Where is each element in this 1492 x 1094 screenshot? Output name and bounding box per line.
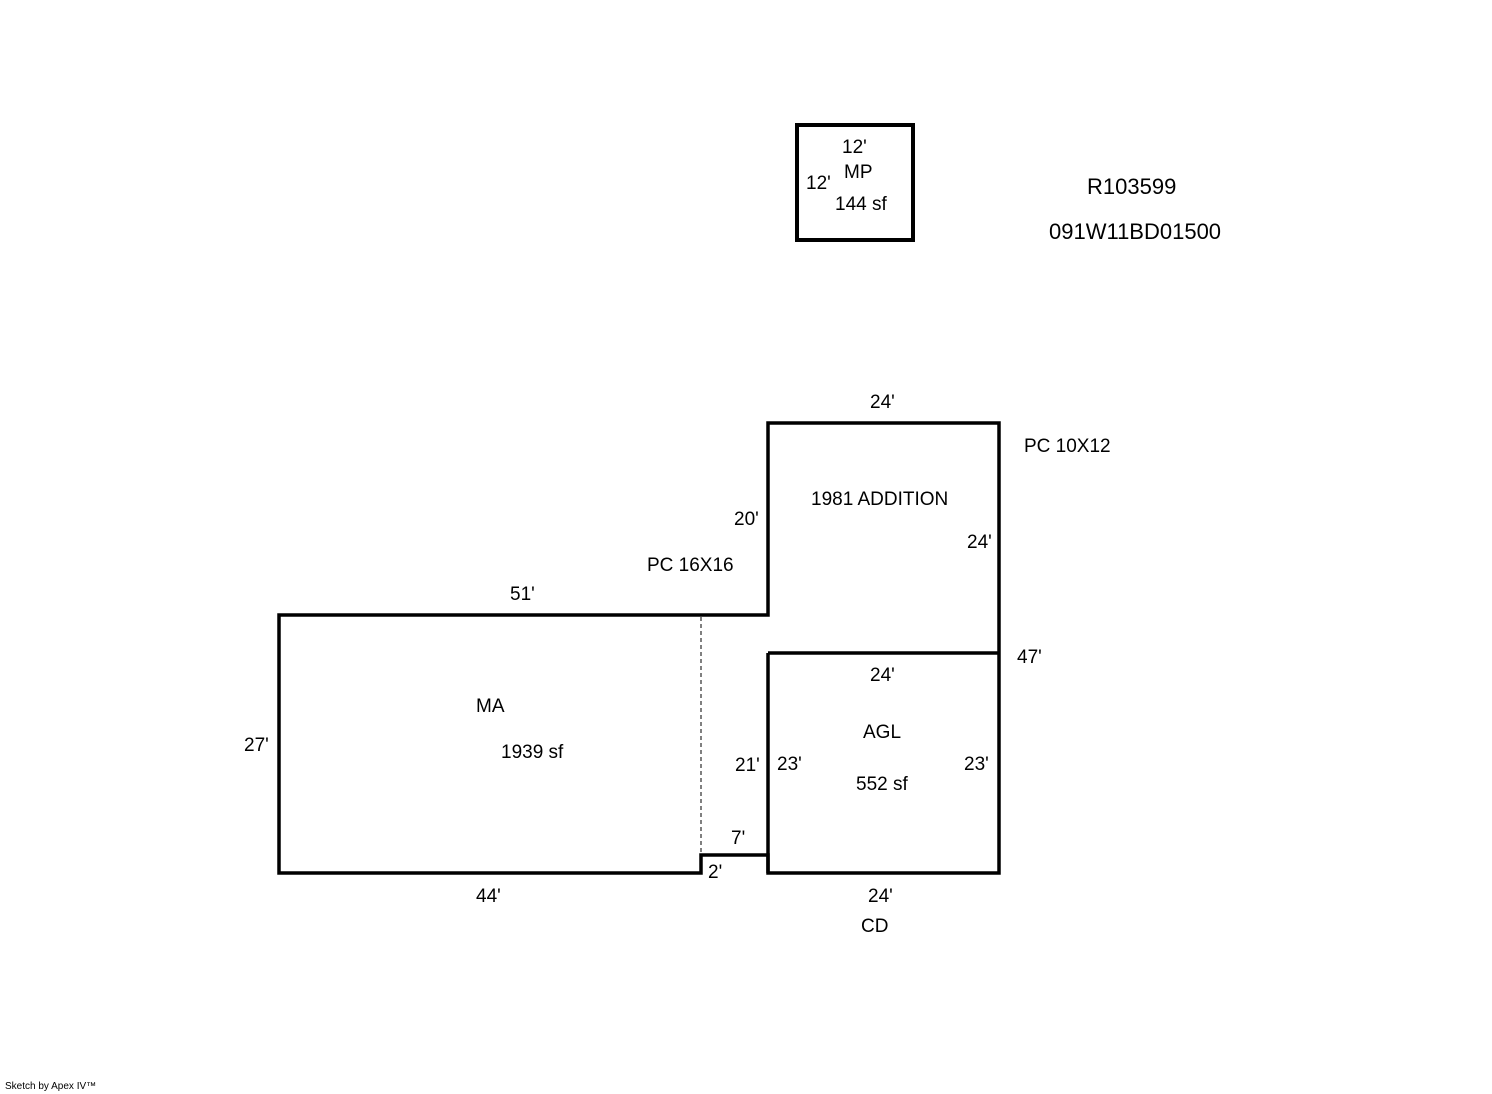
ma-code-label: MA (476, 696, 505, 717)
cd-label: CD (861, 916, 889, 937)
account-id: R103599 (1087, 174, 1177, 199)
ma-left-dimension: 27' (244, 735, 269, 756)
mp-code-label: MP (844, 162, 873, 183)
step-vertical-dimension: 2' (708, 862, 723, 883)
addition-left-dimension: 20' (734, 509, 759, 530)
mp-outline (795, 123, 915, 242)
agl-top-dimension: 24' (870, 665, 895, 686)
step-horizontal-dimension: 7' (731, 828, 746, 849)
agl-area-label: 552 sf (856, 774, 908, 795)
agl-code-label: AGL (863, 722, 902, 743)
agl-bottom-dimension: 24' (868, 886, 893, 907)
right-total-dimension: 47' (1017, 647, 1042, 668)
agl-outer-left-dimension: 21' (735, 755, 760, 776)
sketch-credit: Sketch by Apex IV™ (5, 1081, 97, 1092)
map-tax-lot: 091W11BD01500 (1049, 219, 1222, 244)
mp-top-dimension: 12' (842, 137, 867, 158)
addition-right-dimension: 24' (967, 532, 992, 553)
pc-16x16-label: PC 16X16 (647, 555, 734, 576)
mp-area-label: 144 sf (835, 194, 887, 215)
ma-bottom-dimension: 44' (476, 886, 501, 907)
addition-label: 1981 ADDITION (811, 489, 949, 510)
ma-area-label: 1939 sf (501, 742, 564, 763)
mp-left-dimension: 12' (806, 173, 831, 194)
agl-right-dimension: 23' (964, 754, 989, 775)
agl-left-dimension: 23' (777, 754, 802, 775)
pc-10x12-label: PC 10X12 (1024, 436, 1111, 457)
addition-top-dimension: 24' (870, 392, 895, 413)
ma-top-dimension: 51' (510, 584, 535, 605)
